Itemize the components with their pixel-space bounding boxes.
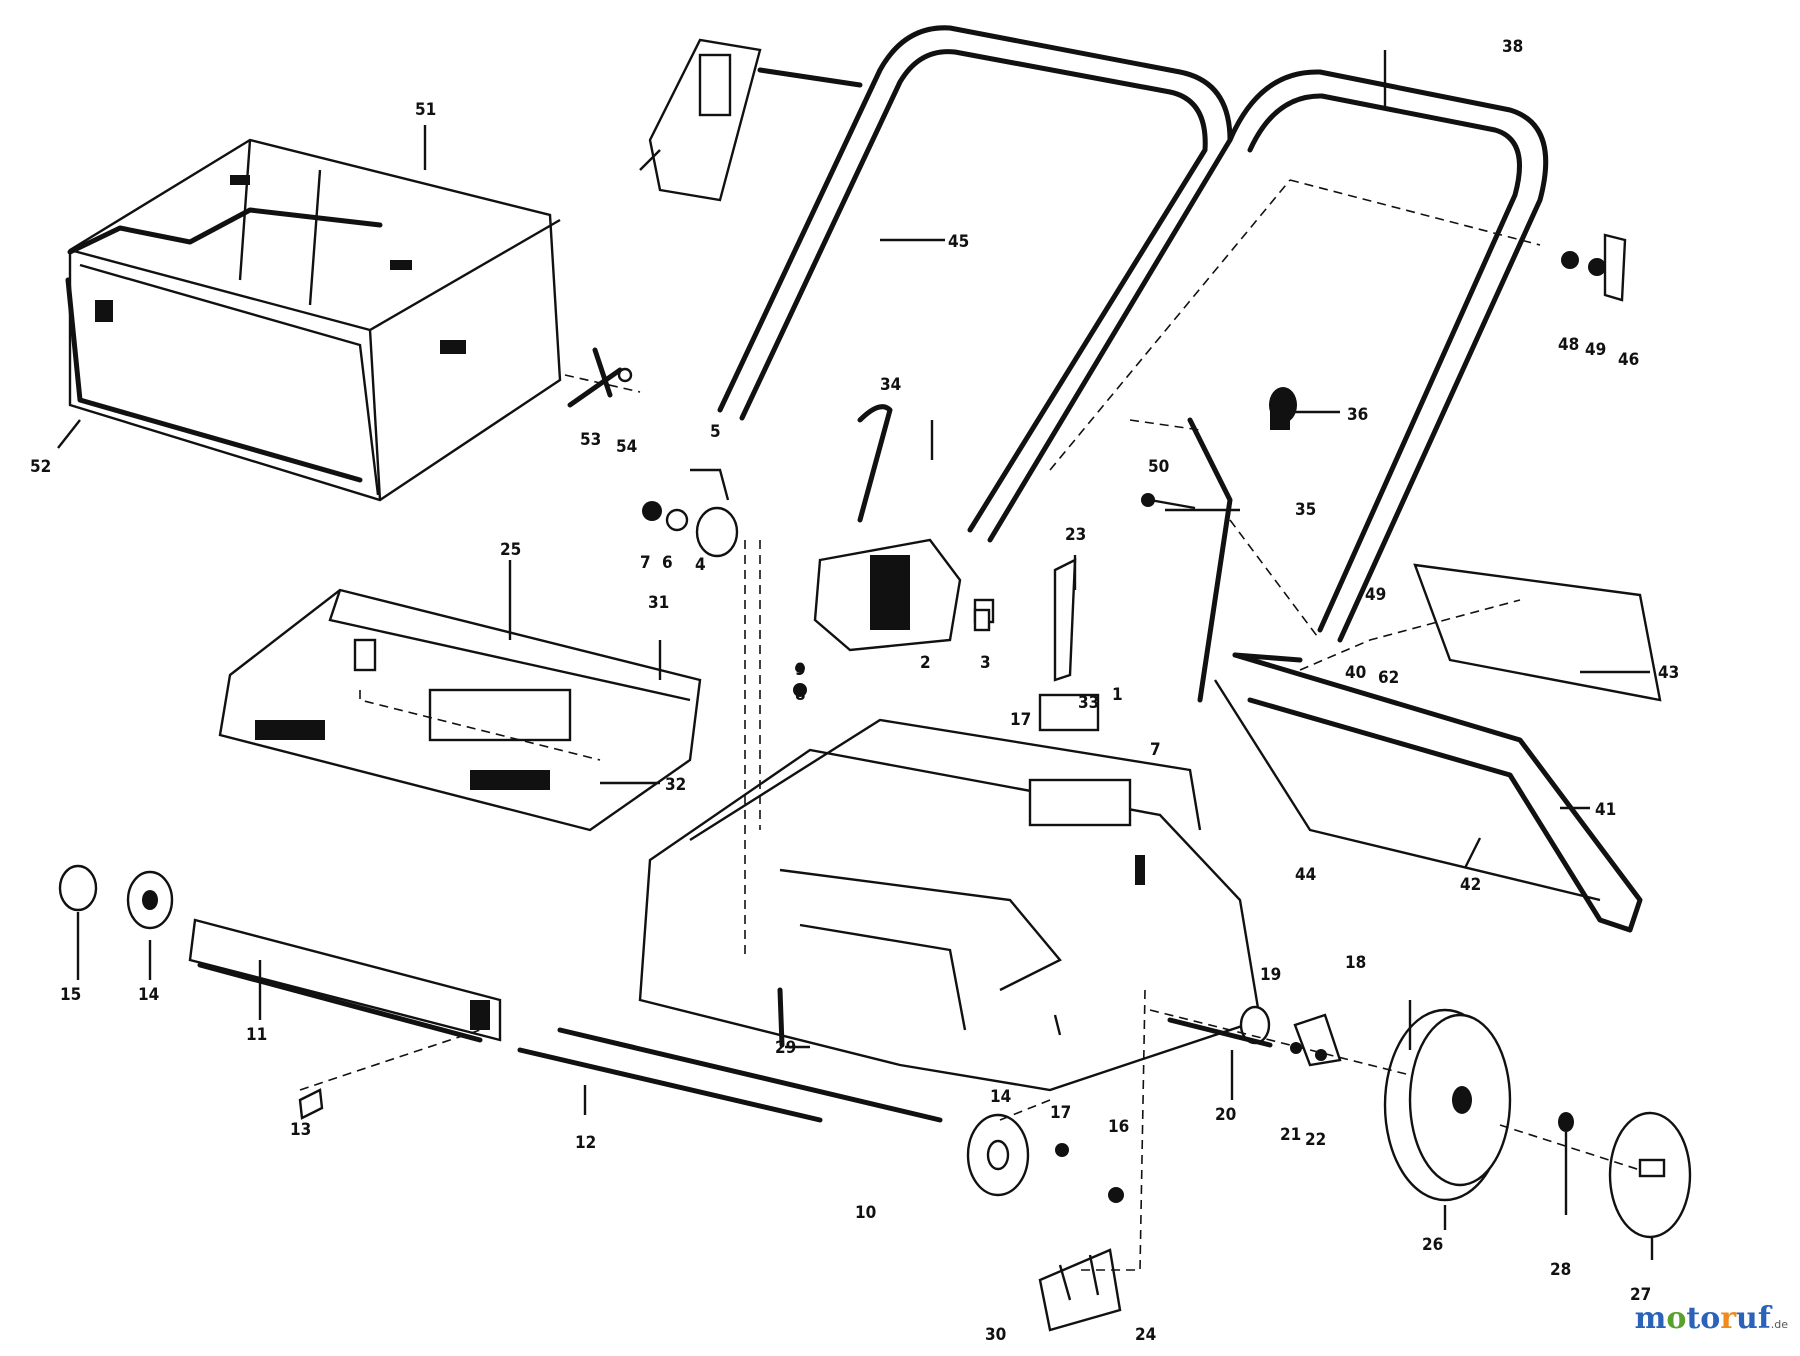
motoruf-watermark: motoruf.de [1635,1304,1788,1334]
main-housing [638,718,1262,1092]
grass-catcher [65,138,562,502]
label-29: 29 [775,1038,796,1058]
label-3: 3 [980,653,991,673]
label-46: 46 [1618,350,1639,370]
label-21: 21 [1280,1125,1301,1145]
watermark-letter-m: m [1634,1301,1667,1336]
label-62: 62 [1378,668,1399,688]
label-10: 10 [855,1203,876,1223]
label-35: 35 [1295,500,1316,520]
watermark-letter-o: o [1666,1301,1687,1336]
label-52: 52 [30,457,51,477]
label-53: 53 [580,430,601,450]
label-54: 54 [616,437,637,457]
label-14a: 14 [138,985,159,1005]
label-2: 2 [920,653,931,673]
label-27: 27 [1630,1285,1651,1305]
watermark-letter-u: u [1736,1301,1758,1336]
label-30: 30 [985,1325,1006,1345]
label-34: 34 [880,375,901,395]
upper-handle [717,25,1233,543]
label-31: 31 [648,593,669,613]
label-51: 51 [415,100,436,120]
label-42: 42 [1460,875,1481,895]
label-36: 36 [1347,405,1368,425]
label-41: 41 [1595,800,1616,820]
label-8: 8 [795,685,806,705]
watermark-letter-r: r [1720,1301,1737,1336]
label-18: 18 [1345,953,1366,973]
label-12: 12 [575,1133,596,1153]
label-4: 4 [695,555,706,575]
label-40: 40 [1345,663,1366,683]
label-28: 28 [1550,1260,1571,1280]
watermark-domain: .de [1770,1318,1788,1331]
label-13: 13 [290,1120,311,1140]
lower-handle [1049,69,1549,643]
leader-lines [57,50,1654,1260]
left-hub [58,864,174,930]
label-20: 20 [1215,1105,1236,1125]
label-23: 23 [1065,525,1086,545]
watermark-letter-t: t [1686,1301,1701,1336]
label-1: 1 [1112,685,1123,705]
label-49: 49 [1585,340,1606,360]
label-5: 5 [710,422,721,442]
label-22: 22 [1305,1130,1326,1150]
watermark-letter-f: f [1757,1301,1771,1336]
assembly-lines [299,374,1641,1271]
label-11: 11 [246,1025,267,1045]
label-6: 6 [662,553,673,573]
part-labels: 51 52 53 54 5 7 6 4 45 38 34 36 50 35 48… [30,37,1679,1345]
label-17: 17 [1010,710,1031,730]
roller-shaft [188,918,943,1123]
label-17b: 17 [1050,1103,1071,1123]
motor-cover [218,588,702,832]
front-hub [966,1113,1030,1197]
label-7: 7 [640,553,651,573]
label-7b: 7 [1150,740,1161,760]
label-19: 19 [1260,965,1281,985]
label-14b: 14 [990,1087,1011,1107]
switch-housing [639,38,863,202]
label-50: 50 [1148,457,1169,477]
label-24: 24 [1135,1325,1156,1345]
label-25: 25 [500,540,521,560]
label-44: 44 [1295,865,1316,885]
label-32: 32 [665,775,686,795]
motor [813,538,995,652]
label-45: 45 [948,232,969,252]
catcher-frame [1213,563,1662,933]
watermark-letter-o2: o [1700,1301,1721,1336]
label-38: 38 [1502,37,1523,57]
label-49b: 49 [1365,585,1386,605]
rear-wheel [1383,1008,1692,1239]
label-33: 33 [1078,693,1099,713]
label-16: 16 [1108,1117,1129,1137]
label-9: 9 [795,660,806,680]
label-43: 43 [1658,663,1679,683]
label-48: 48 [1558,335,1579,355]
height-adjuster [1038,1248,1122,1332]
label-15: 15 [60,985,81,1005]
small-fasteners [298,233,1627,1203]
label-26: 26 [1422,1235,1443,1255]
